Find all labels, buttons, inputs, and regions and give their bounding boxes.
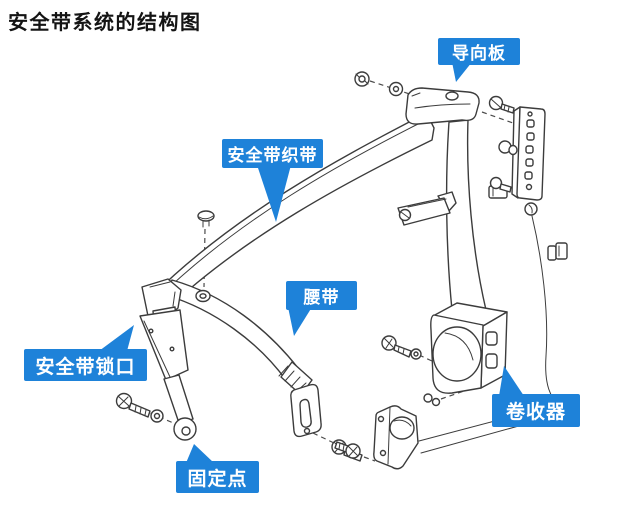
- lap-belt-pointer: [288, 307, 312, 336]
- callout-lap-belt-label: 腰带: [303, 288, 340, 307]
- lap-belt-anchor-plate-drawing: [290, 383, 361, 459]
- screw-and-grommet: [195, 210, 215, 303]
- callout-webbing: 安全带织带: [222, 139, 323, 168]
- height-adjuster-rail-drawing: [488, 95, 546, 216]
- callout-retractor: 卷收器: [492, 394, 580, 427]
- guide-plate-drawing: [405, 87, 480, 125]
- retractor-drawing: [423, 302, 508, 407]
- callout-buckle: 安全带锁口: [24, 349, 147, 381]
- strap-bracket-drawing: [397, 191, 457, 226]
- callout-pointer-tails: [99, 62, 524, 463]
- callout-retractor-label: 卷收器: [505, 402, 566, 423]
- callout-guide-plate: 导向板: [438, 38, 520, 65]
- callout-anchor-point: 固定点: [176, 461, 259, 493]
- callout-anchor-point-label: 固定点: [187, 468, 248, 490]
- buckle-pointer: [99, 325, 134, 351]
- callout-lap-belt: 腰带: [286, 281, 357, 310]
- buckle-drawing: [139, 278, 197, 441]
- retractor-pointer: [499, 366, 524, 396]
- callout-webbing-label: 安全带织带: [227, 146, 318, 165]
- top-bolt-and-washer: [354, 71, 404, 97]
- callout-guide-plate-label: 导向板: [452, 44, 506, 63]
- callout-buckle-label: 安全带锁口: [35, 356, 136, 378]
- webbing-pointer: [257, 165, 291, 222]
- guide-plate-pointer: [452, 62, 472, 82]
- anchor-bolt-drawing: [115, 392, 164, 423]
- retractor-bolt-drawing: [381, 335, 422, 360]
- page-title: 安全带系统的结构图: [8, 12, 202, 34]
- anchor-point-pointer: [186, 444, 214, 463]
- shoulder-strap-drawing: [445, 119, 487, 311]
- floor-bracket-drawing: [331, 405, 419, 470]
